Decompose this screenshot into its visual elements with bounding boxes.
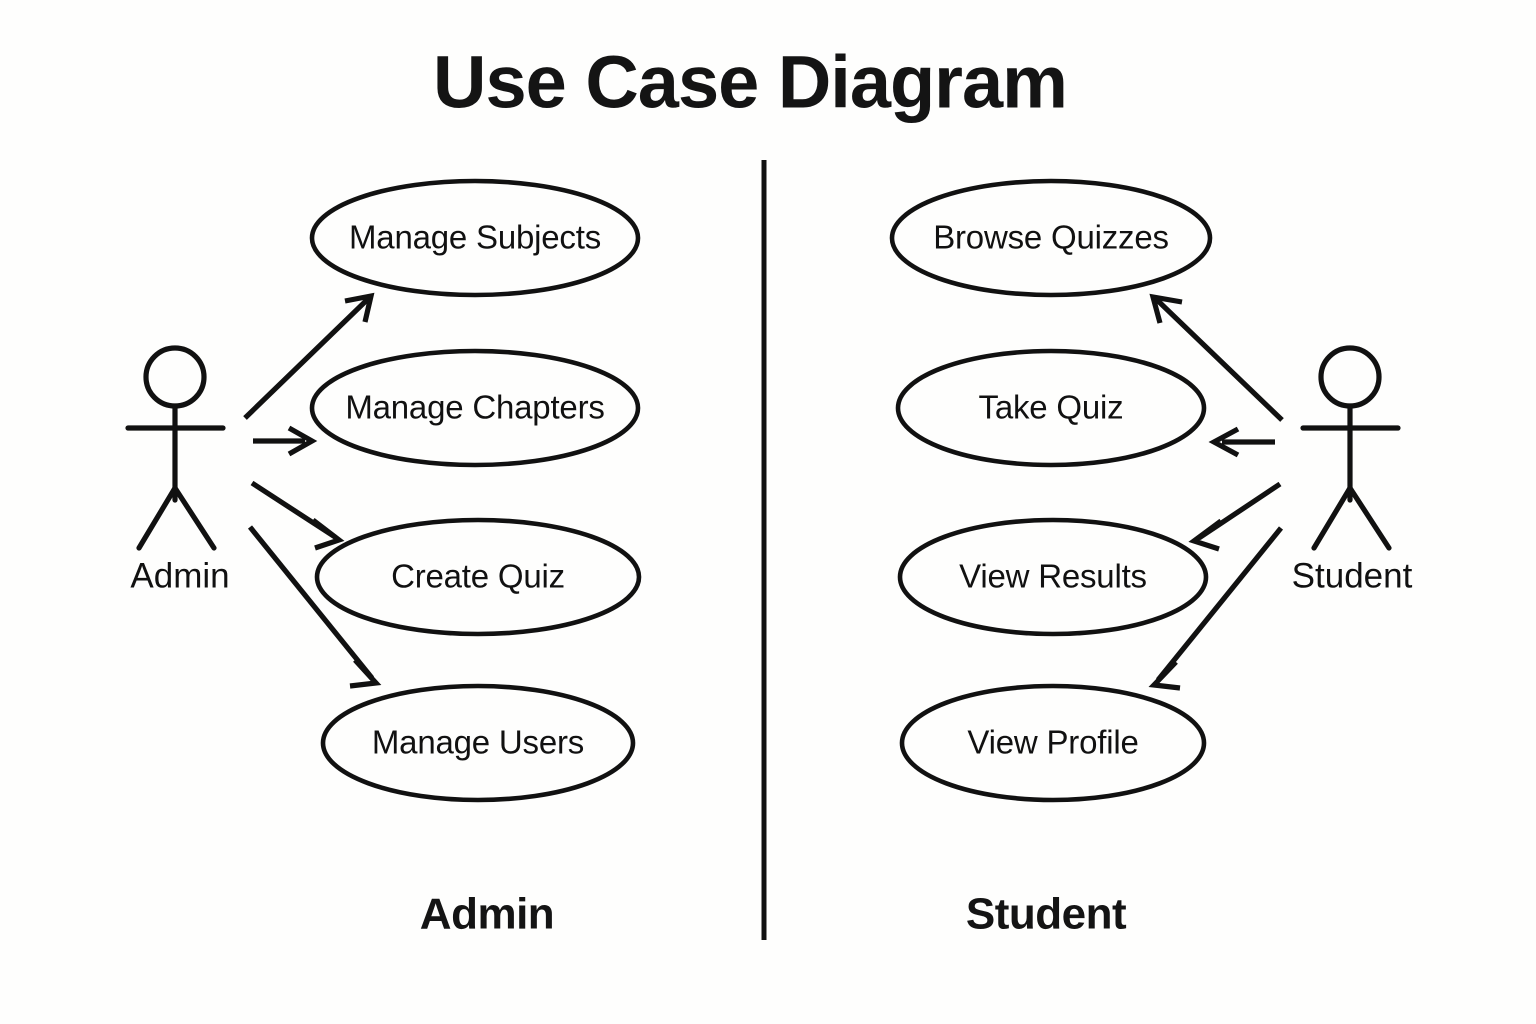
arrow-head-icon bbox=[311, 517, 345, 551]
use-case-label: Manage Users bbox=[372, 724, 584, 761]
page-title: Use Case Diagram bbox=[433, 41, 1067, 124]
association-admin-manage-subjects[interactable] bbox=[243, 292, 375, 420]
actor-student[interactable]: Student bbox=[1292, 345, 1413, 595]
section-title-admin: Admin bbox=[420, 890, 554, 939]
use-case-label: View Results bbox=[959, 558, 1147, 595]
association-student-browse-quizzes[interactable] bbox=[1149, 293, 1284, 422]
arrow-head-icon bbox=[344, 292, 375, 323]
section-title-student: Student bbox=[966, 890, 1127, 939]
use-case-label: Browse Quizzes bbox=[933, 219, 1169, 256]
arrow-head-icon bbox=[287, 425, 318, 457]
assoc-line bbox=[1155, 526, 1284, 682]
use-case-ellipse bbox=[320, 683, 636, 803]
association-student-view-profile[interactable] bbox=[1148, 526, 1284, 691]
actor-student-label: Student bbox=[1292, 556, 1413, 595]
actor-admin[interactable]: Admin bbox=[125, 345, 230, 595]
student-leg-left bbox=[1311, 485, 1353, 551]
use-case-view-results[interactable]: View Results bbox=[897, 517, 1209, 637]
use-case-create-quiz[interactable]: Create Quiz bbox=[314, 517, 642, 637]
use-case-take-quiz[interactable]: Take Quiz bbox=[895, 348, 1207, 468]
use-case-browse-quizzes[interactable]: Browse Quizzes bbox=[889, 178, 1213, 298]
arrow-head-icon bbox=[1148, 660, 1181, 691]
use-case-manage-users[interactable]: Manage Users bbox=[320, 683, 636, 803]
use-case-label: Manage Chapters bbox=[345, 389, 604, 426]
use-case-ellipse bbox=[309, 348, 641, 468]
use-case-ellipse bbox=[899, 683, 1207, 803]
association-admin-manage-users[interactable] bbox=[247, 525, 382, 689]
student-head-icon bbox=[1318, 345, 1382, 409]
use-case-label: Manage Subjects bbox=[349, 219, 601, 256]
use-case-manage-chapters[interactable]: Manage Chapters bbox=[309, 348, 641, 468]
arrow-head-icon bbox=[1149, 293, 1183, 324]
use-case-label: Create Quiz bbox=[391, 558, 565, 595]
use-case-manage-subjects[interactable]: Manage Subjects bbox=[309, 178, 641, 298]
admin-leg-left bbox=[136, 485, 178, 551]
arrow-head-icon bbox=[1188, 518, 1223, 552]
association-student-take-quiz[interactable] bbox=[1208, 426, 1275, 458]
association-student-view-results[interactable] bbox=[1188, 481, 1282, 552]
actor-admin-label: Admin bbox=[130, 556, 229, 595]
use-case-ellipse bbox=[889, 178, 1213, 298]
arrow-head-icon bbox=[349, 658, 382, 689]
admin-leg-right bbox=[172, 485, 217, 551]
student-leg-right bbox=[1347, 485, 1392, 551]
admin-head-icon bbox=[143, 345, 207, 409]
assoc-line bbox=[1153, 296, 1284, 422]
use-case-ellipse bbox=[314, 517, 642, 637]
association-admin-manage-chapters[interactable] bbox=[253, 425, 318, 457]
use-case-ellipse bbox=[309, 178, 641, 298]
use-case-label: View Profile bbox=[967, 724, 1138, 761]
use-case-view-profile[interactable]: View Profile bbox=[899, 683, 1207, 803]
use-case-label: Take Quiz bbox=[979, 389, 1124, 426]
association-admin-create-quiz[interactable] bbox=[250, 480, 345, 551]
assoc-line bbox=[247, 525, 375, 680]
arrow-head-icon bbox=[1208, 426, 1240, 458]
use-case-ellipse bbox=[897, 517, 1209, 637]
use-case-ellipse bbox=[895, 348, 1207, 468]
assoc-line bbox=[243, 295, 372, 420]
